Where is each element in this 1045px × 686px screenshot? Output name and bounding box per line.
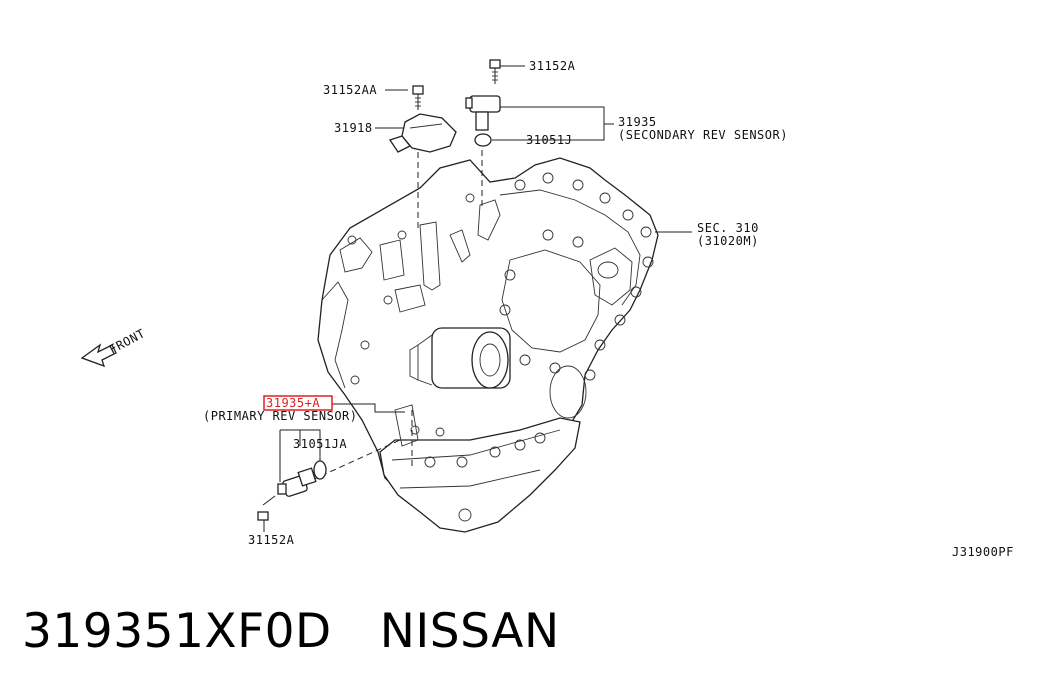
label-bolt-31152aa: 31152AA [323,83,377,97]
footer: 319351XF0D NISSAN [22,596,560,666]
secondary-rev-sensor [465,95,501,131]
transmission-assembly [317,157,659,533]
label-primary-part: 31935+A [266,396,320,410]
label-primary-desc: (PRIMARY REV SENSOR) [203,409,358,423]
label-diagram-code: J31900PF [952,545,1014,559]
cover-31918 [388,113,457,153]
label-oring-31051j: 31051J [526,133,572,147]
oring-31051ja [313,460,327,480]
label-cover-31918: 31918 [334,121,373,135]
primary-rev-sensor [277,467,317,497]
brand-name: NISSAN [379,603,560,659]
label-secondary-part: 31935 [618,115,657,129]
label-sec-310: SEC. 310 [697,221,759,235]
leader-lines [263,65,692,532]
oring-31051j [474,133,492,147]
highlight-box [263,395,333,411]
parts-diagram: 31152A 31152AA 31918 31935 (SECONDARY RE… [80,59,1014,559]
label-secondary-desc: (SECONDARY REV SENSOR) [618,128,788,142]
bolt-31152a-top [489,59,501,84]
label-bolt-31152a-bottom: 31152A [248,533,295,547]
front-arrow-icon [80,343,117,368]
label-sec-310-sub: (31020M) [697,234,759,248]
bolt-31152a-bottom [257,495,276,521]
part-number: 319351XF0D [22,603,332,659]
label-bolt-31152a-top: 31152A [529,59,576,73]
label-oring-31051ja: 31051JA [293,437,347,451]
label-front: FRONT [107,326,148,356]
bolt-31152aa [412,85,424,110]
